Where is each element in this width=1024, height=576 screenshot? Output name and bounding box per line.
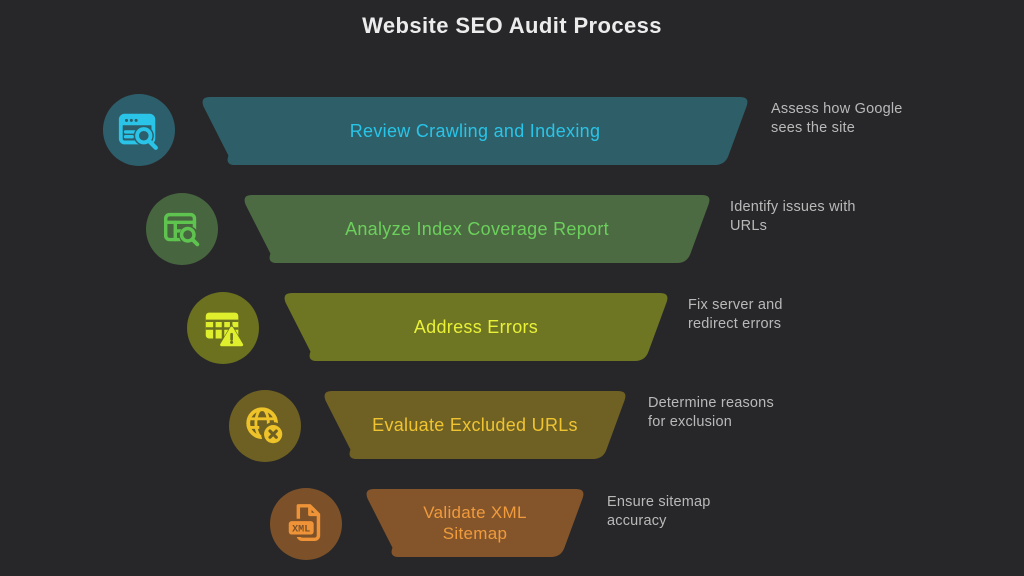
- step-icon-badge: [187, 292, 259, 364]
- step-icon-badge: [229, 390, 301, 462]
- step-label: Address Errors: [413, 316, 539, 337]
- step-note: Ensure sitemap accuracy: [607, 494, 711, 529]
- globe-excluded-icon: [246, 407, 286, 447]
- funnel-segment: Validate XML Sitemap: [364, 489, 586, 557]
- step-note: Fix server and redirect errors: [688, 297, 783, 332]
- funnel-segment-shape: [366, 489, 584, 557]
- step-note: Identify issues with URLs: [730, 199, 856, 234]
- funnel-segment-shape: [202, 97, 748, 165]
- funnel-segment-shape: [324, 391, 626, 459]
- funnel-segment: Evaluate Excluded URLs: [322, 391, 628, 459]
- page-title: Website SEO Audit Process: [362, 13, 662, 38]
- step-icon-badge: [146, 193, 218, 265]
- funnel-segment-shape: [244, 195, 710, 263]
- step-label: Analyze Index Coverage Report: [345, 218, 609, 239]
- funnel-segment: Address Errors: [282, 293, 670, 361]
- step-label: Review Crawling and Indexing: [349, 120, 601, 141]
- table-search-icon: [163, 212, 200, 247]
- xml-file-icon: XML: [286, 504, 321, 542]
- browser-search-icon: [118, 113, 158, 150]
- funnel-segment: Analyze Index Coverage Report: [242, 195, 712, 263]
- step-note: Assess how Google sees the site: [771, 101, 903, 136]
- funnel-segment: Review Crawling and Indexing: [200, 97, 750, 165]
- step-label: Validate XML Sitemap: [423, 502, 527, 543]
- step-icon-badge: [103, 94, 175, 166]
- xml-label: XML: [292, 524, 310, 535]
- step-note: Determine reasons for exclusion: [648, 395, 774, 430]
- step-icon-badge: XML: [270, 488, 342, 560]
- funnel-segment-shape: [284, 293, 668, 361]
- table-warning-icon: [205, 312, 246, 347]
- step-label: Evaluate Excluded URLs: [372, 414, 578, 435]
